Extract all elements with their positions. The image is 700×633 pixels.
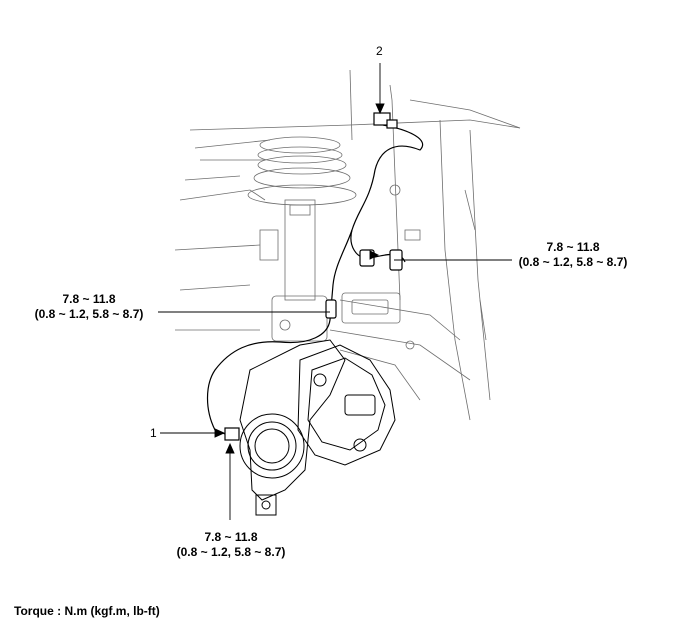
sensor-cable	[206, 112, 423, 441]
torque-value: 7.8 ~ 11.8	[204, 530, 258, 544]
vehicle-body-outline	[174, 69, 521, 421]
torque-callout-bottom: 7.8 ~ 11.8 (0.8 ~ 1.2, 5.8 ~ 8.7)	[170, 530, 292, 560]
torque-conversion: (0.8 ~ 1.2, 5.8 ~ 8.7)	[518, 255, 628, 269]
leader-lines	[158, 63, 512, 520]
callout-item-1: 1	[150, 426, 157, 440]
torque-conversion: (0.8 ~ 1.2, 5.8 ~ 8.7)	[176, 545, 286, 559]
torque-callout-left: 7.8 ~ 11.8 (0.8 ~ 1.2, 5.8 ~ 8.7)	[28, 292, 150, 322]
torque-conversion: (0.8 ~ 1.2, 5.8 ~ 8.7)	[34, 307, 144, 321]
torque-value: 7.8 ~ 11.8	[62, 292, 116, 306]
torque-value: 7.8 ~ 11.8	[546, 240, 600, 254]
callout-item-2: 2	[376, 44, 383, 58]
torque-callout-upper-right: 7.8 ~ 11.8 (0.8 ~ 1.2, 5.8 ~ 8.7)	[512, 240, 634, 270]
torque-unit-note: Torque : N.m (kgf.m, lb-ft)	[14, 604, 160, 618]
knuckle-and-caliper	[239, 339, 396, 516]
